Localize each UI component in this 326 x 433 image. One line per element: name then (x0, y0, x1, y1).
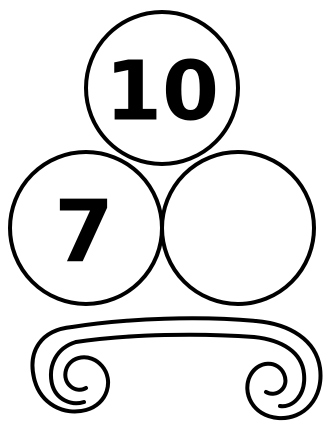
right-circle (162, 152, 314, 304)
left-value: 7 (54, 182, 114, 282)
stand-base (33, 318, 321, 418)
top-value: 10 (105, 45, 219, 140)
